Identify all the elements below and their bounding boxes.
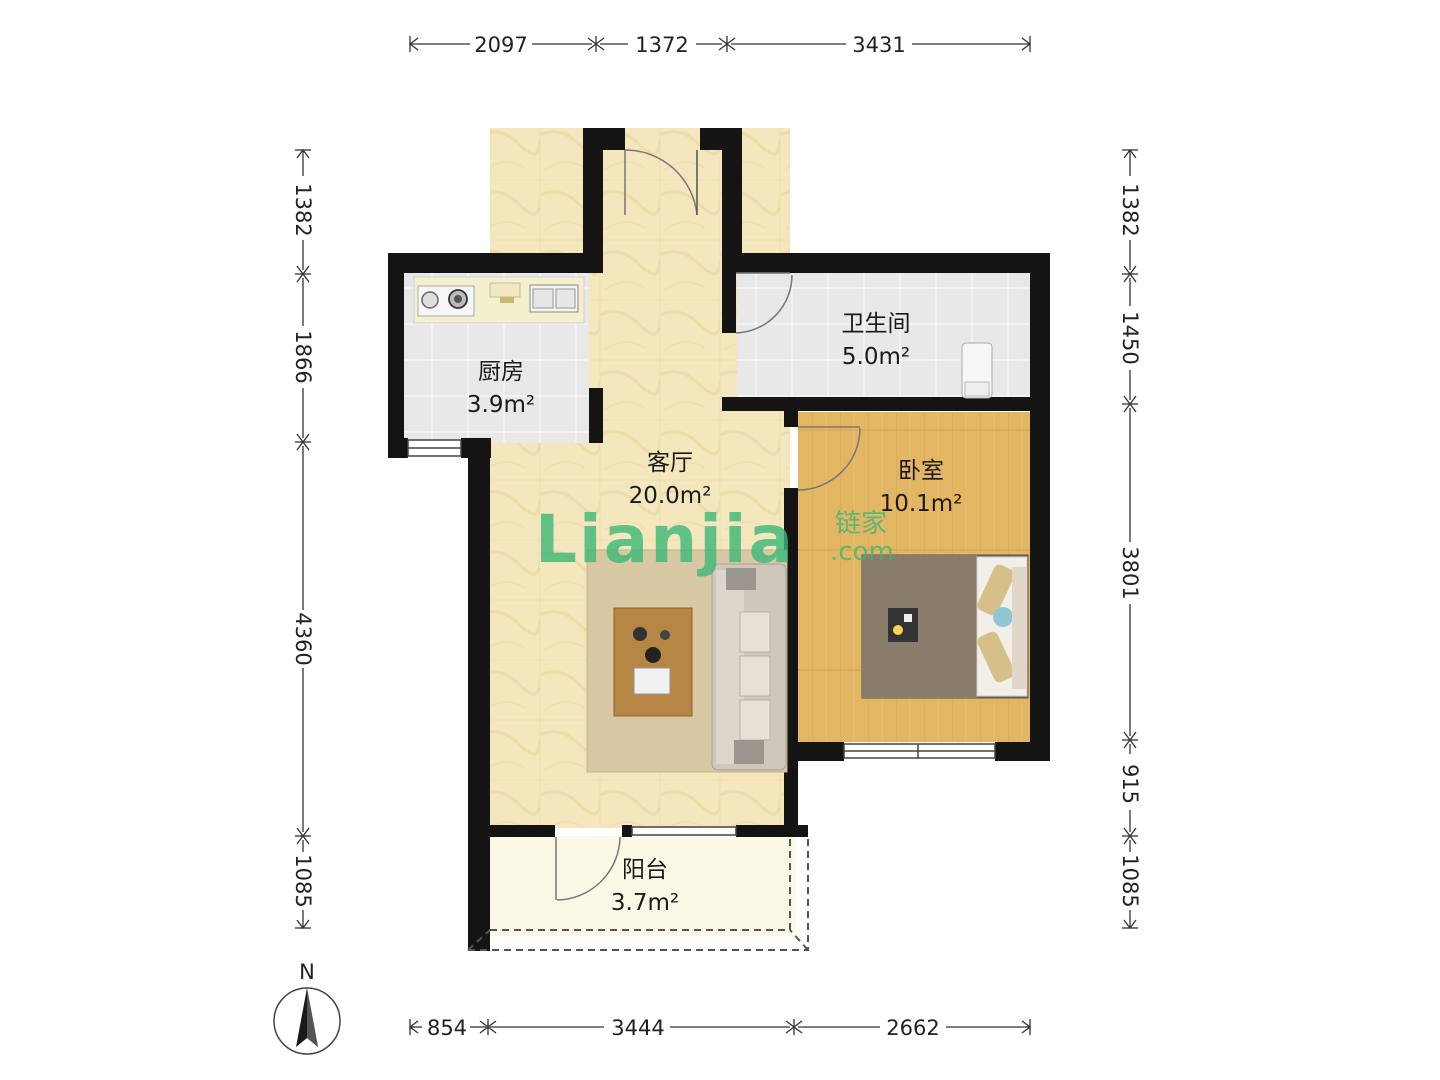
kitchen-counter [413,276,585,324]
dimensions-right [1122,148,1138,930]
walls [388,128,1050,951]
dimensions-left [295,148,311,930]
dimensions-top [408,36,1032,52]
dimensions-top-labels: 2097 1372 3431 [474,33,905,57]
bathroom-name: 卫生间 [842,311,911,337]
bedroom-area: 10.1m² [880,491,963,517]
bedside-tray-icon [888,608,918,642]
dim-right-4: 915 [1118,764,1142,804]
balcony-area: 3.7m² [611,890,679,916]
balcony-door [555,836,621,901]
bed-icon [861,554,1029,699]
kitchen-area: 3.9m² [467,392,535,418]
dim-right-1: 1382 [1118,183,1142,236]
dim-top-2: 1372 [635,33,688,57]
doors [555,149,861,901]
dim-left-3: 4360 [291,612,315,665]
toilet-icon [961,342,993,399]
watermark-domain: .com [830,537,894,567]
dim-left-2: 1866 [291,330,315,383]
dim-right-5: 1085 [1118,854,1142,907]
balcony-name: 阳台 [622,857,668,883]
bedroom-name: 卧室 [898,458,944,484]
living-room-name: 客厅 [647,450,693,476]
compass-north-label: N [299,960,315,984]
dim-right-3: 3801 [1118,546,1142,599]
bathroom-door [735,272,793,334]
balcony-floor [490,836,796,936]
dim-left-1: 1382 [291,183,315,236]
entrance-door [624,149,698,216]
dim-right-2: 1450 [1118,311,1142,364]
dim-bottom-1: 854 [427,1016,467,1040]
bedroom-door [797,426,861,491]
dim-top-1: 2097 [474,33,527,57]
windows [407,439,996,836]
dimensions-bottom-labels: 854 3444 2662 [427,1016,940,1040]
compass: N [273,960,341,1055]
dimensions-bottom [408,1019,1032,1035]
room-labels: 厨房 3.9m² 卫生间 5.0m² 客厅 20.0m² 卧室 10.1m² 阳… [467,311,963,916]
dim-bottom-3: 2662 [886,1016,939,1040]
dimensions-left-labels: 1382 1866 4360 1085 [291,183,315,907]
dim-left-4: 1085 [291,854,315,907]
stove-burner-icon [421,291,439,309]
balcony-window [631,826,737,836]
watermark: Lianjia 链家 .com [535,501,894,578]
kitchen-name: 厨房 [478,359,524,385]
watermark-logo: Lianjia [535,501,795,578]
living-room-area: 20.0m² [629,483,712,509]
living-furniture [586,549,788,773]
balcony-railing [467,836,809,951]
bathroom-area: 5.0m² [842,344,910,370]
dim-bottom-2: 3444 [611,1016,664,1040]
dimensions-right-labels: 1382 1450 3801 915 1085 [1118,183,1142,907]
corridor-floor [600,128,722,408]
watermark-brand: 链家 [835,509,887,539]
dim-top-3: 3431 [852,33,905,57]
